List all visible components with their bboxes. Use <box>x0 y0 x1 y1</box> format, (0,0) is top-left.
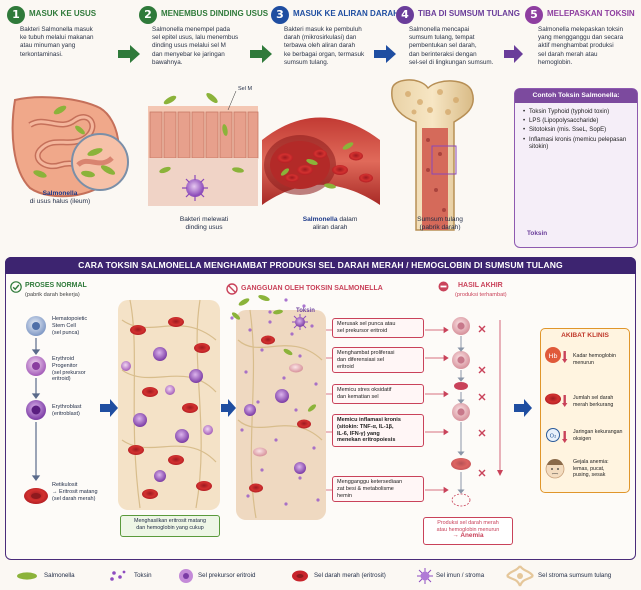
cell-label-erythroblast: Erythroblast(eritroblast) <box>52 404 82 417</box>
legend-precursor: Sel prekursor eritroid <box>198 572 256 579</box>
normal-title: PROSES NORMAL <box>25 282 87 289</box>
normal-subtitle: (pabrik darah bekerja) <box>25 292 80 298</box>
result-title: HASIL AKHIR <box>458 282 503 289</box>
hemoglobin-icon <box>545 347 561 363</box>
label-sel-m: Sel M <box>238 86 253 92</box>
toxin-dots-icon <box>110 570 126 581</box>
arrow-icon <box>100 399 118 417</box>
disruption-title: GANGGUAN OLEH TOKSIN SALMONELLA <box>241 285 383 292</box>
toxin-examples-title: Contoh Toksin Salmonella: <box>515 89 637 103</box>
legend-icons <box>17 565 534 587</box>
clinical-icons: Hb O₂ <box>545 347 568 479</box>
cell-label-reticulocyte: Retikulosit→ Eritrosit matang(sel darah … <box>52 482 98 502</box>
arrow-icon <box>118 45 140 63</box>
step-title: MENEMBUS DINDING USUS <box>161 9 269 18</box>
step-number: 1 <box>7 6 25 24</box>
step-title: TIBA DI SUMSUM TULANG <box>418 9 520 18</box>
check-icon <box>10 281 22 293</box>
legend-immune: Sel imun / stroma <box>436 572 485 579</box>
intestine-illustration <box>11 96 129 198</box>
result-subtitle: (produksi terhambat) <box>455 292 507 298</box>
block-x-icons <box>478 325 486 477</box>
step-number: 5 <box>525 6 543 24</box>
blood-vessel-illustration <box>262 117 380 205</box>
legend-stroma: Sel stroma sumsum tulang <box>538 572 612 579</box>
list-item: LPS (Lipopolysaccharide) <box>523 117 635 125</box>
arrow-icon <box>504 45 523 63</box>
step-arrows <box>118 45 523 63</box>
svg-text:O₂: O₂ <box>550 434 557 440</box>
legend-rbc: Sel darah merah (eritrosit) <box>314 572 386 579</box>
list-item: Sitotoksin (mis. SseL, SopE) <box>523 126 635 134</box>
clinical-item-symptoms: Gejala anemia:lemas, pucat,pusing, sesak <box>573 459 609 479</box>
intestinal-wall-illustration <box>148 90 259 206</box>
arrow-icon <box>221 399 236 417</box>
mechanism-banner: CARA TOKSIN SALMONELLA MENGHAMBAT PRODUK… <box>5 257 636 274</box>
step-title: MELEPASKAN TOKSIN <box>547 9 635 18</box>
clinical-effects-title: AKIBAT KLINIS <box>561 332 609 339</box>
list-item: Toksin Typhoid (typhoid toxin) <box>523 108 635 116</box>
hemoglobin-icon-text: Hb <box>548 352 557 360</box>
step-title: MASUK KE ALIRAN DARAH <box>293 9 399 18</box>
step-number: 3 <box>271 6 289 24</box>
legend-toxin: Toksin <box>134 572 152 579</box>
step-title: MASUK KE USUS <box>29 9 97 18</box>
effect-inflammation: Memicu inflamasi kronis(sitokin: TNF-α, … <box>332 414 424 448</box>
toxin-examples-box: Contoh Toksin Salmonella: Toksin Typhoid… <box>514 88 638 248</box>
toxin-examples-list: Toksin Typhoid (typhoid toxin) LPS (Lipo… <box>523 108 635 152</box>
prohibited-icon <box>226 283 238 295</box>
red-blood-cell-icon <box>545 393 561 405</box>
minus-icon <box>438 281 449 292</box>
oxygen-icon <box>546 428 560 442</box>
legend-salmonella: Salmonella <box>44 572 75 579</box>
list-item: Inflamasi kronis (memicu pelepasan sitok… <box>523 136 635 151</box>
caption-bone: Sumsum tulang(pabrik darah) <box>417 216 463 231</box>
salmonella-icon <box>17 572 37 580</box>
toxin-tag: Toksin <box>296 308 315 314</box>
bone-illustration <box>391 79 474 231</box>
arrow-icon <box>250 45 272 63</box>
stromal-cell-icon <box>506 565 534 587</box>
disrupted-marrow-tissue <box>230 294 326 520</box>
step-number: 2 <box>139 6 157 24</box>
arrow-icon <box>514 399 532 417</box>
step-number: 4 <box>396 6 414 24</box>
arrow-icon <box>374 45 396 63</box>
toxin-label: Toksin <box>527 230 548 237</box>
normal-marrow-tissue <box>118 299 220 510</box>
